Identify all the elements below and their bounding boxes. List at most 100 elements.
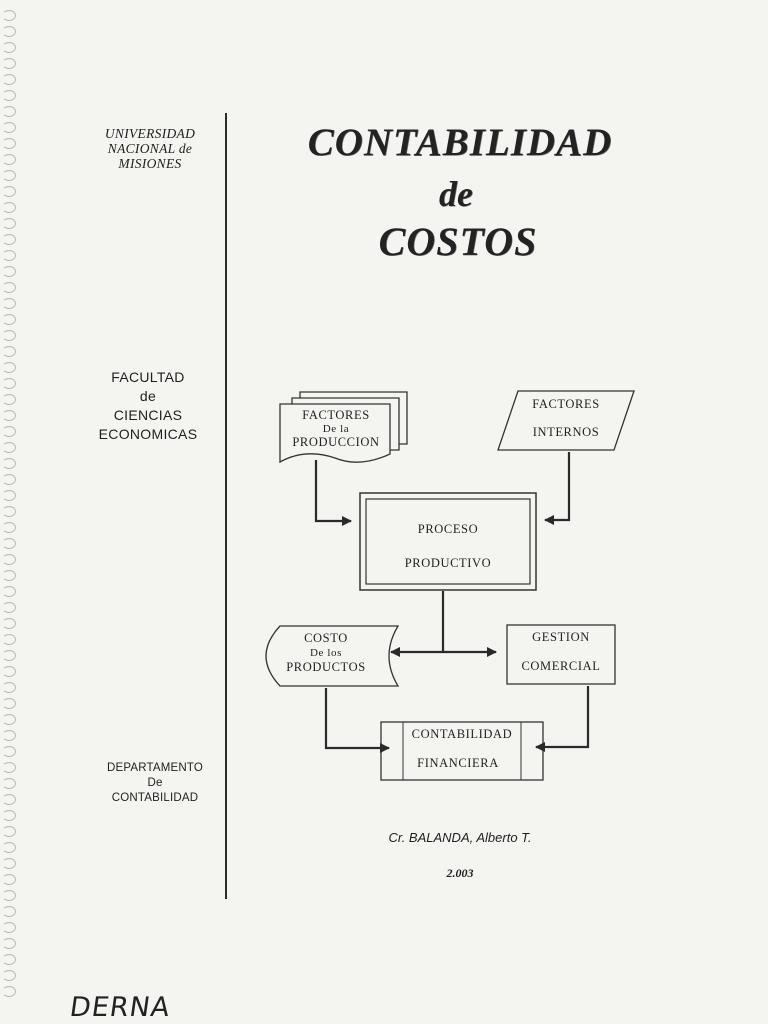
title-line-1: CONTABILIDAD xyxy=(307,121,613,164)
spiral-ring xyxy=(2,746,16,757)
costo-productos-line: COSTO xyxy=(304,631,348,645)
faculty-name: FACULTAD de CIENCIAS ECONOMICAS xyxy=(68,368,228,444)
factores-produccion-node: FACTORES De la PRODUCCION xyxy=(279,391,408,464)
spiral-ring xyxy=(2,474,16,485)
faculty-line: de xyxy=(139,388,157,404)
arrow-costo-to-contabilidad xyxy=(324,688,390,753)
faculty-line: CIENCIAS xyxy=(113,407,183,423)
spiral-ring xyxy=(2,26,16,37)
university-name: UNIVERSIDAD NACIONAL de MISIONES xyxy=(70,126,230,171)
spiral-ring xyxy=(2,618,16,629)
faculty-line: ECONOMICAS xyxy=(98,426,198,442)
title-line-2: de xyxy=(439,174,473,214)
spiral-ring xyxy=(2,10,16,21)
factores-produccion-line: FACTORES xyxy=(302,408,370,422)
costo-productos-node: COSTO De los PRODUCTOS xyxy=(265,625,400,687)
spiral-ring xyxy=(2,154,16,165)
spiral-ring xyxy=(2,410,16,421)
arrow-gestion-to-contabilidad xyxy=(535,686,590,752)
spiral-ring xyxy=(2,650,16,661)
spiral-ring xyxy=(2,954,16,965)
spiral-ring xyxy=(2,922,16,933)
spiral-ring xyxy=(2,730,16,741)
gestion-comercial-line: COMERCIAL xyxy=(521,659,600,673)
spiral-ring xyxy=(2,394,16,405)
spiral-ring xyxy=(2,250,16,261)
spiral-ring xyxy=(2,810,16,821)
spiral-ring xyxy=(2,90,16,101)
spiral-ring xyxy=(2,426,16,437)
author-name: Cr. BALANDA, Alberto T. xyxy=(388,830,532,845)
spiral-ring xyxy=(2,378,16,389)
factores-internos-node: FACTORES INTERNOS xyxy=(497,390,635,451)
proceso-productivo-line: PRODUCTIVO xyxy=(405,556,492,570)
spiral-ring xyxy=(2,682,16,693)
department-line: CONTABILIDAD xyxy=(111,792,199,804)
spiral-ring xyxy=(2,186,16,197)
spiral-ring xyxy=(2,74,16,85)
university-line: NACIONAL de xyxy=(107,141,193,156)
factores-produccion-line: De la xyxy=(323,423,350,435)
spiral-ring xyxy=(2,794,16,805)
spiral-ring xyxy=(2,170,16,181)
spiral-ring xyxy=(2,698,16,709)
contabilidad-financiera-line: CONTABILIDAD xyxy=(412,727,513,741)
spiral-ring xyxy=(2,122,16,133)
spiral-ring xyxy=(2,570,16,581)
contabilidad-financiera-line: FINANCIERA xyxy=(417,756,499,770)
contabilidad-financiera-node: CONTABILIDAD FINANCIERA xyxy=(380,721,544,781)
proceso-productivo-line: PROCESO xyxy=(418,522,478,536)
vertical-divider xyxy=(225,113,227,899)
spiral-ring xyxy=(2,906,16,917)
spiral-ring xyxy=(2,234,16,245)
spiral-ring xyxy=(2,666,16,677)
spiral-ring xyxy=(2,298,16,309)
spiral-ring xyxy=(2,490,16,501)
spiral-binding xyxy=(0,10,24,1010)
spiral-ring xyxy=(2,778,16,789)
arrow-factores-internos-to-proceso xyxy=(544,452,571,525)
spiral-ring xyxy=(2,362,16,373)
spiral-ring xyxy=(2,986,16,997)
handwritten-note: DERNA xyxy=(67,992,173,1023)
diagram-connectors xyxy=(314,452,590,753)
spiral-ring xyxy=(2,826,16,837)
costo-productos-line: De los xyxy=(310,647,342,659)
factores-produccion-line: PRODUCCION xyxy=(292,435,379,449)
spiral-ring xyxy=(2,522,16,533)
spiral-ring xyxy=(2,938,16,949)
factores-internos-line: FACTORES xyxy=(532,397,600,411)
factores-internos-line: INTERNOS xyxy=(533,425,600,439)
spiral-ring xyxy=(2,554,16,565)
gestion-comercial-line: GESTION xyxy=(532,630,590,644)
spiral-ring xyxy=(2,970,16,981)
spiral-ring xyxy=(2,458,16,469)
costo-productos-line: PRODUCTOS xyxy=(286,660,366,674)
spiral-ring xyxy=(2,346,16,357)
spiral-ring xyxy=(2,586,16,597)
proceso-productivo-node: PROCESO PRODUCTIVO xyxy=(359,492,537,591)
spiral-ring xyxy=(2,762,16,773)
gestion-comercial-node: GESTION COMERCIAL xyxy=(506,624,616,685)
spiral-ring xyxy=(2,634,16,645)
spiral-ring xyxy=(2,266,16,277)
spiral-ring xyxy=(2,842,16,853)
spiral-ring xyxy=(2,314,16,325)
department-line: DEPARTAMENTO xyxy=(106,762,204,774)
spiral-ring xyxy=(2,538,16,549)
university-line: MISIONES xyxy=(118,156,182,171)
spiral-ring xyxy=(2,58,16,69)
university-line: UNIVERSIDAD xyxy=(104,126,196,141)
spiral-ring xyxy=(2,890,16,901)
spiral-ring xyxy=(2,202,16,213)
publication-year: 2.003 xyxy=(446,866,474,880)
spiral-ring xyxy=(2,602,16,613)
spiral-ring xyxy=(2,106,16,117)
arrow-factores-produccion-to-proceso xyxy=(314,460,352,526)
spiral-ring xyxy=(2,858,16,869)
spiral-ring xyxy=(2,138,16,149)
department-line: De xyxy=(147,777,163,789)
spiral-ring xyxy=(2,442,16,453)
